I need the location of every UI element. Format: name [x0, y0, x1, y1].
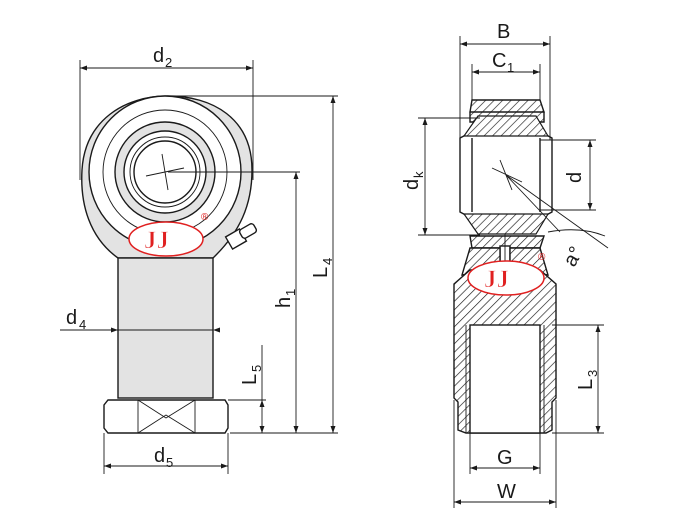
svg-text:d: d [153, 45, 164, 67]
dim-d: d [564, 172, 586, 183]
svg-text:1: 1 [283, 289, 298, 296]
logo-text: JJ [484, 266, 509, 293]
svg-text:d: d [401, 179, 423, 190]
svg-text:5: 5 [166, 455, 173, 470]
dim-h1: h 1 [273, 289, 298, 308]
logo-registered: ® [538, 252, 546, 263]
svg-text:5: 5 [249, 365, 264, 372]
dim-B: B [497, 21, 510, 43]
svg-text:2: 2 [165, 55, 172, 70]
dim-d5: d 5 [154, 445, 173, 470]
logo-text: JJ [144, 227, 169, 254]
dim-L5: L 5 [239, 365, 264, 385]
svg-text:4: 4 [79, 317, 86, 332]
svg-text:C: C [492, 50, 506, 72]
dim-dk: d k [401, 171, 426, 190]
dim-d4: d 4 [66, 307, 86, 332]
dim-d2: d 2 [153, 45, 172, 70]
hex-nut [103, 399, 229, 434]
jj-logo-left: JJ ® [128, 212, 209, 257]
dim-L4: L 4 [310, 258, 335, 278]
svg-text:3: 3 [585, 370, 600, 377]
grease-nipple [224, 223, 258, 251]
dim-C1: C 1 [492, 50, 514, 75]
logo-registered: ® [201, 212, 209, 223]
dim-angle: a° [559, 243, 588, 271]
section-view: JJ ® B C 1 d k d [401, 21, 609, 508]
svg-text:d: d [564, 172, 586, 183]
svg-text:L: L [239, 374, 261, 385]
threaded-bore [469, 324, 541, 434]
svg-text:h: h [273, 297, 295, 308]
svg-text:d: d [154, 445, 165, 467]
dim-G: G [497, 447, 513, 469]
rod-end-shank [117, 257, 214, 399]
svg-text:4: 4 [320, 258, 335, 265]
svg-text:1: 1 [507, 60, 514, 75]
dim-L3: L 3 [575, 370, 600, 390]
svg-text:L: L [310, 267, 332, 278]
svg-text:L: L [575, 379, 597, 390]
dim-W: W [497, 481, 516, 503]
front-view: JJ ® d 2 h 1 L 4 L [60, 45, 338, 474]
jj-logo-right: JJ ® [467, 252, 546, 296]
svg-text:a°: a° [559, 243, 588, 271]
svg-text:d: d [66, 307, 77, 329]
svg-text:k: k [411, 171, 426, 178]
